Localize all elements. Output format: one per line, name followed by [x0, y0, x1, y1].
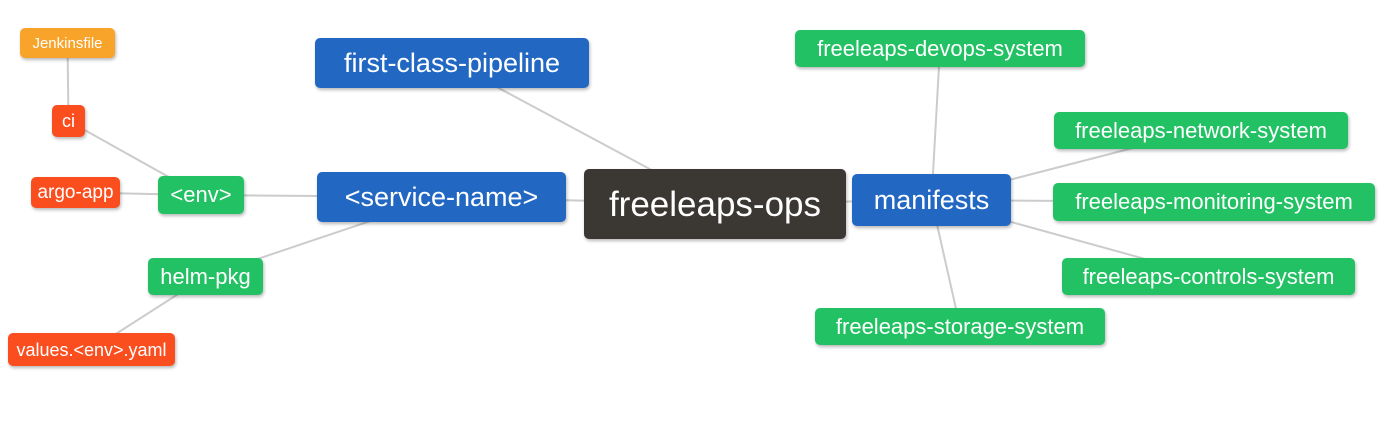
node-ci[interactable]: ci: [52, 105, 85, 137]
node-label-service-name: <service-name>: [344, 181, 539, 212]
node-label-ci: ci: [62, 111, 75, 131]
node-manifests[interactable]: manifests: [852, 174, 1011, 226]
node-jenkinsfile[interactable]: Jenkinsfile: [20, 28, 115, 58]
node-label-helm-pkg: helm-pkg: [160, 263, 251, 289]
node-label-freeleaps-ops: freeleaps-ops: [608, 184, 822, 224]
node-label-network-system: freeleaps-network-system: [1075, 117, 1327, 143]
node-label-storage-system: freeleaps-storage-system: [835, 313, 1085, 339]
node-label-first-class-pipeline: first-class-pipeline: [343, 47, 561, 78]
node-service-name[interactable]: <service-name>: [317, 172, 566, 222]
node-label-manifests: manifests: [873, 184, 990, 215]
node-env[interactable]: <env>: [158, 176, 244, 214]
node-devops-system[interactable]: freeleaps-devops-system: [795, 30, 1085, 67]
node-values-env-yaml[interactable]: values.<env>.yaml: [8, 333, 175, 366]
node-label-values-env-yaml: values.<env>.yaml: [16, 339, 167, 360]
node-first-class-pipeline[interactable]: first-class-pipeline: [315, 38, 589, 88]
node-storage-system[interactable]: freeleaps-storage-system: [815, 308, 1105, 345]
node-helm-pkg[interactable]: helm-pkg: [148, 258, 263, 295]
node-controls-system[interactable]: freeleaps-controls-system: [1062, 258, 1355, 295]
node-label-argo-app: argo-app: [37, 182, 114, 203]
node-argo-app[interactable]: argo-app: [31, 177, 120, 208]
node-network-system[interactable]: freeleaps-network-system: [1054, 112, 1348, 149]
node-label-controls-system: freeleaps-controls-system: [1082, 263, 1335, 289]
node-label-env: <env>: [170, 182, 232, 207]
node-label-devops-system: freeleaps-devops-system: [817, 35, 1063, 61]
node-freeleaps-ops[interactable]: freeleaps-ops: [584, 169, 846, 239]
node-label-monitoring-system: freeleaps-monitoring-system: [1075, 189, 1353, 214]
node-monitoring-system[interactable]: freeleaps-monitoring-system: [1053, 183, 1375, 221]
node-label-jenkinsfile: Jenkinsfile: [32, 34, 103, 52]
